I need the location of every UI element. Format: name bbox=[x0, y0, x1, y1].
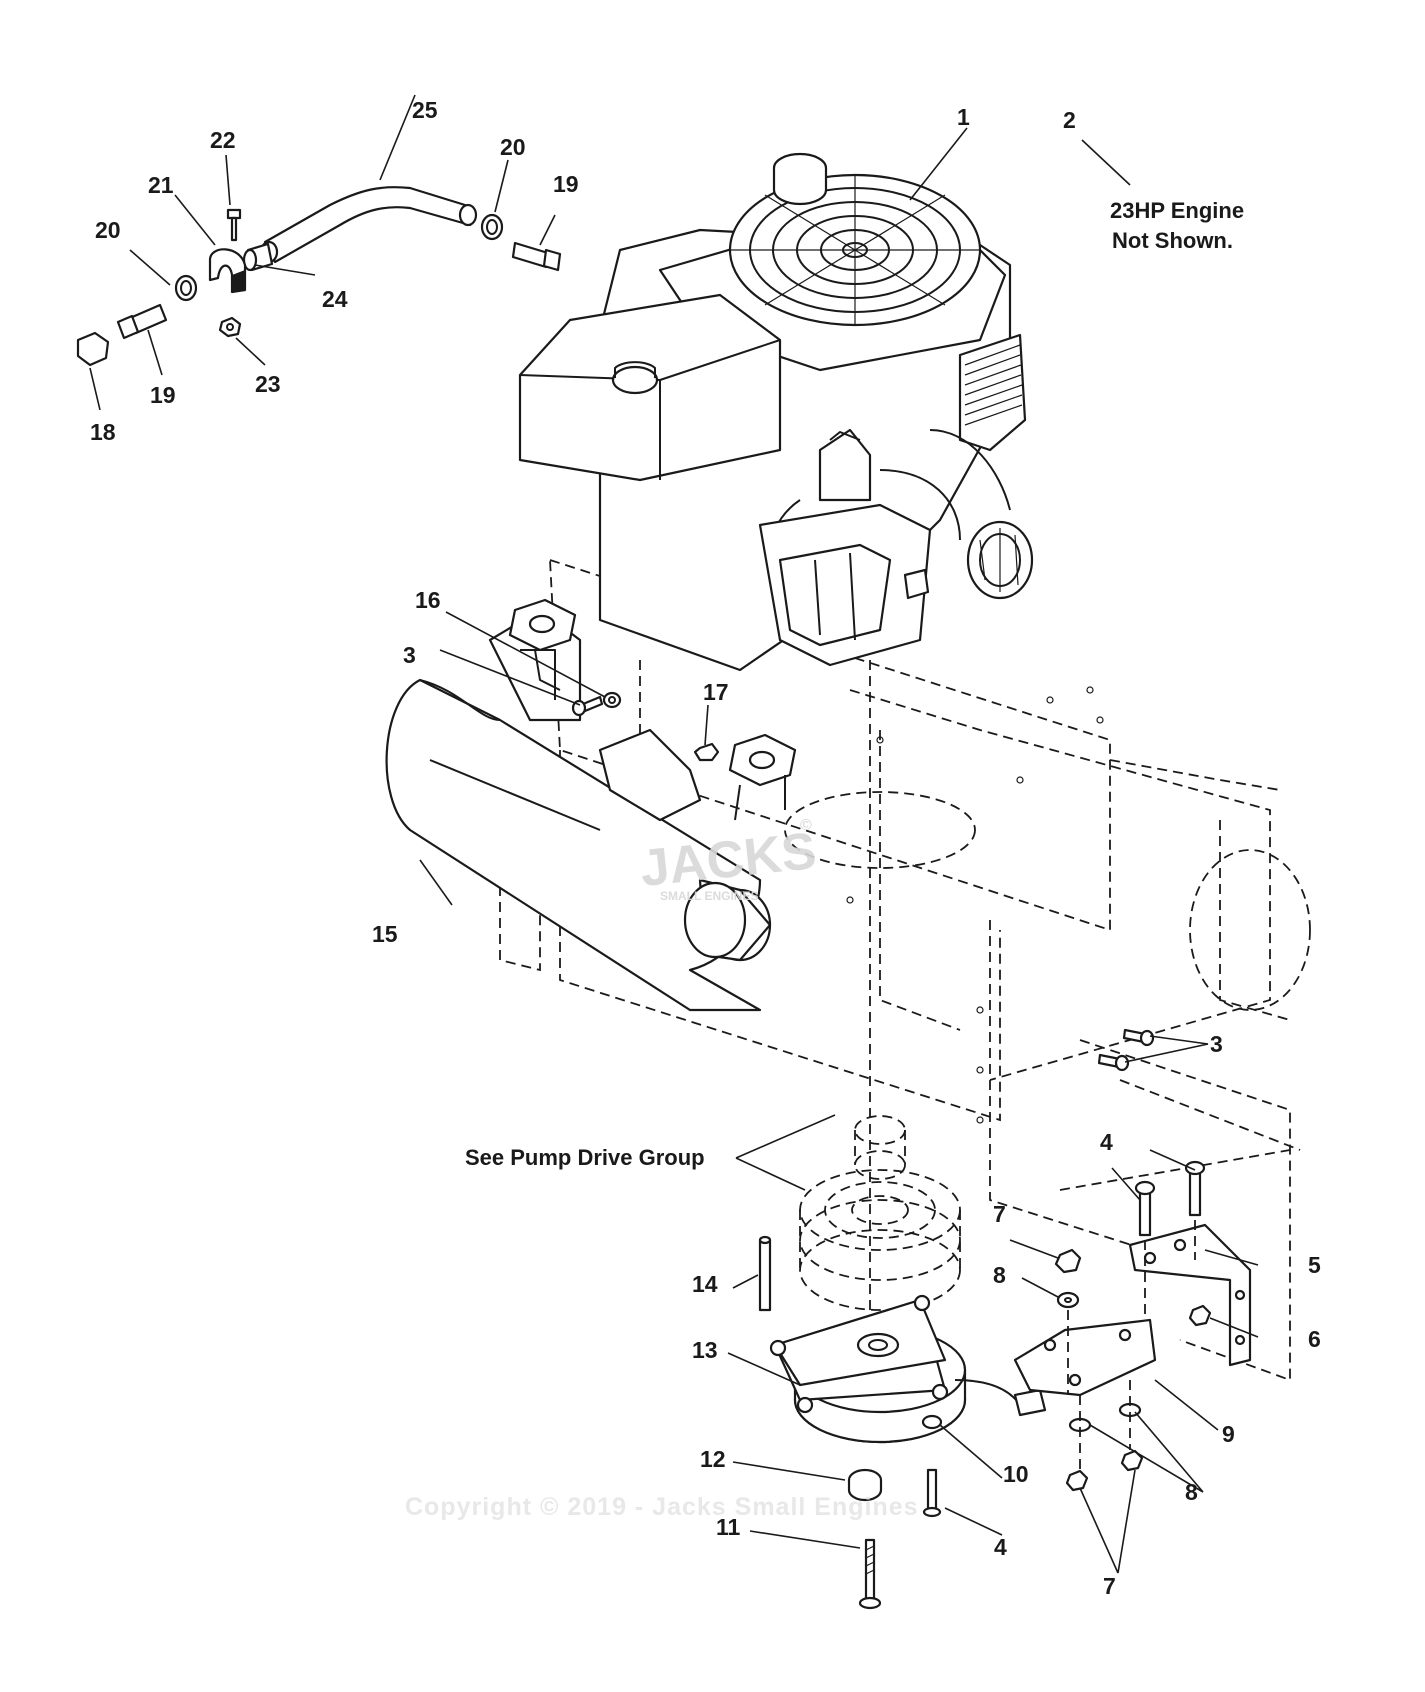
label-part-12: 12 bbox=[700, 1446, 726, 1472]
label-part-4-lower: 4 bbox=[994, 1534, 1007, 1560]
label-part-17: 17 bbox=[703, 679, 729, 705]
label-part-3-frame: 3 bbox=[1210, 1031, 1223, 1057]
label-part-8-upper: 8 bbox=[993, 1262, 1006, 1288]
note-pump-drive: See Pump Drive Group bbox=[465, 1145, 705, 1170]
label-part-14: 14 bbox=[692, 1271, 718, 1297]
label-part-10: 10 bbox=[1003, 1461, 1029, 1487]
label-part-16: 16 bbox=[415, 587, 441, 613]
label-part-7-upper: 7 bbox=[993, 1201, 1006, 1227]
part-labels: 1 2 23HP Engine Not Shown. 25 22 20 21 1… bbox=[90, 97, 1321, 1599]
pump-drive-pulley bbox=[799, 1115, 961, 1311]
note-engine-line1: 23HP Engine bbox=[1110, 198, 1244, 223]
label-part-20-left: 20 bbox=[95, 217, 121, 243]
watermark-registered: © bbox=[800, 817, 812, 834]
fuel-line-parts bbox=[76, 186, 562, 367]
label-part-8-lower: 8 bbox=[1185, 1479, 1198, 1505]
label-part-4-upper: 4 bbox=[1100, 1129, 1113, 1155]
label-part-6: 6 bbox=[1308, 1326, 1321, 1352]
label-part-15: 15 bbox=[372, 921, 398, 947]
watermark-logo-sub: SMALL ENGINES bbox=[660, 889, 758, 903]
label-part-23: 23 bbox=[255, 371, 281, 397]
label-part-24: 24 bbox=[322, 286, 348, 312]
label-part-11: 11 bbox=[716, 1514, 741, 1540]
label-part-25: 25 bbox=[412, 97, 438, 123]
label-part-9: 9 bbox=[1222, 1421, 1235, 1447]
frame-bolts bbox=[1097, 1028, 1155, 1072]
clutch-brackets bbox=[1013, 1160, 1252, 1492]
label-part-21: 21 bbox=[148, 172, 174, 198]
frame-outline bbox=[499, 500, 1311, 1382]
copyright-text: Copyright © 2019 - Jacks Small Engines bbox=[405, 1493, 919, 1521]
label-part-13: 13 bbox=[692, 1337, 718, 1363]
label-part-19-right: 19 bbox=[553, 171, 579, 197]
label-part-22: 22 bbox=[210, 127, 236, 153]
pto-clutch bbox=[758, 1235, 1047, 1610]
label-part-2: 2 bbox=[1063, 107, 1076, 133]
label-part-18: 18 bbox=[90, 419, 116, 445]
label-part-7-lower: 7 bbox=[1103, 1573, 1116, 1599]
label-part-20-right: 20 bbox=[500, 134, 526, 160]
engine bbox=[518, 152, 1034, 672]
label-part-5: 5 bbox=[1308, 1252, 1321, 1278]
label-part-1: 1 bbox=[957, 104, 970, 130]
label-part-3-muffler: 3 bbox=[403, 642, 416, 668]
note-engine-line2: Not Shown. bbox=[1112, 228, 1233, 253]
label-part-19-left: 19 bbox=[150, 382, 176, 408]
leader-lines bbox=[89, 94, 1259, 1574]
muffler bbox=[385, 598, 797, 1012]
